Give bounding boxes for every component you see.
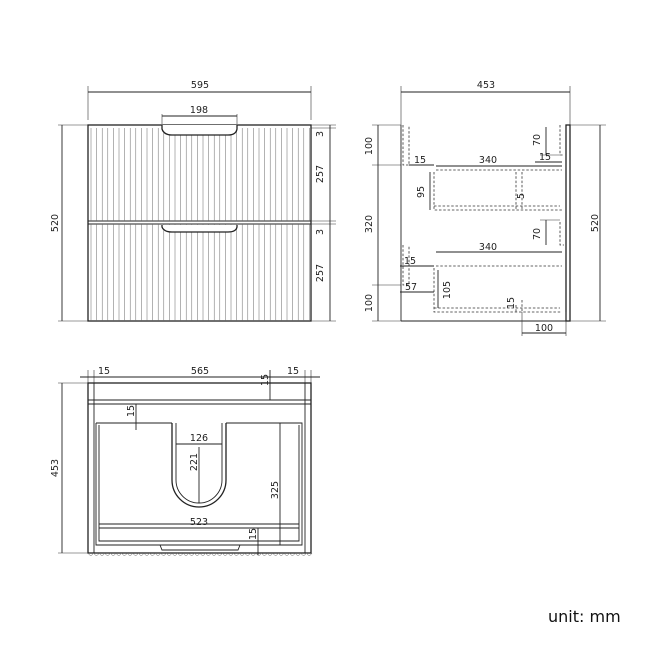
side-top-offset-label: 100 [364,137,375,155]
top-cutout-depth-label: 221 [189,453,200,471]
top-drawer-width-label: 523 [190,517,208,528]
side-gap-bottom-label: 15 [404,256,416,267]
side-back-gap-top-label: 15 [539,152,551,163]
front-height-label: 520 [50,214,61,232]
side-drawer-h-bottom-label: 105 [442,281,453,299]
top-right-panel-label: 15 [287,366,299,377]
side-front-offset-label: 57 [405,282,417,293]
front-cabinet-body [87,124,312,322]
top-depth-label: 453 [50,459,61,477]
front-drawer-bottom-label: 257 [315,264,326,282]
side-drawer-depth-top-label: 340 [479,155,497,166]
top-inner-width-label: 565 [191,366,209,377]
side-rail-bottom-label: 70 [532,228,543,240]
front-gap-mid-label: 3 [315,229,326,235]
front-width-label: 595 [191,80,209,91]
top-front-gap-label: 15 [248,528,259,540]
side-front-panel [565,124,571,322]
side-drawer-h-top-label: 95 [416,186,427,198]
handle-width-label: 198 [190,105,208,116]
side-drawer-depth-bottom-label: 340 [479,242,497,253]
top-back-panel-label: 15 [260,374,271,386]
top-inner-panel-label: 15 [126,405,137,417]
front-gap-top-label: 3 [315,131,326,137]
bottom-handle-cutout [161,225,238,233]
top-left-panel-label: 15 [98,366,110,377]
front-view: 595 198 520 3 257 3 257 [50,80,336,322]
side-rail-top-label: 70 [532,134,543,146]
side-height-label: 520 [590,214,601,232]
front-fluting [90,128,310,321]
side-depth-label: 453 [477,80,495,91]
side-gap-top-label: 15 [414,155,426,166]
front-drawer-top-label: 257 [315,165,326,183]
side-view: 453 100 320 100 52 [364,80,606,336]
side-foot-label: 100 [535,323,553,334]
side-bottom-offset-label: 100 [364,294,375,312]
top-handle-cutout [161,125,238,136]
unit-label: unit: mm [548,607,621,626]
side-mid-height-label: 320 [364,215,375,233]
top-cutout-width-label: 126 [190,433,208,444]
side-base-top-label: 5 [516,193,527,199]
side-base-bottom-label: 15 [506,297,517,309]
top-front-fluting [87,552,313,556]
top-view: 15 565 15 453 15 15 126 [50,366,320,556]
top-drawer-depth-label: 325 [270,481,281,499]
